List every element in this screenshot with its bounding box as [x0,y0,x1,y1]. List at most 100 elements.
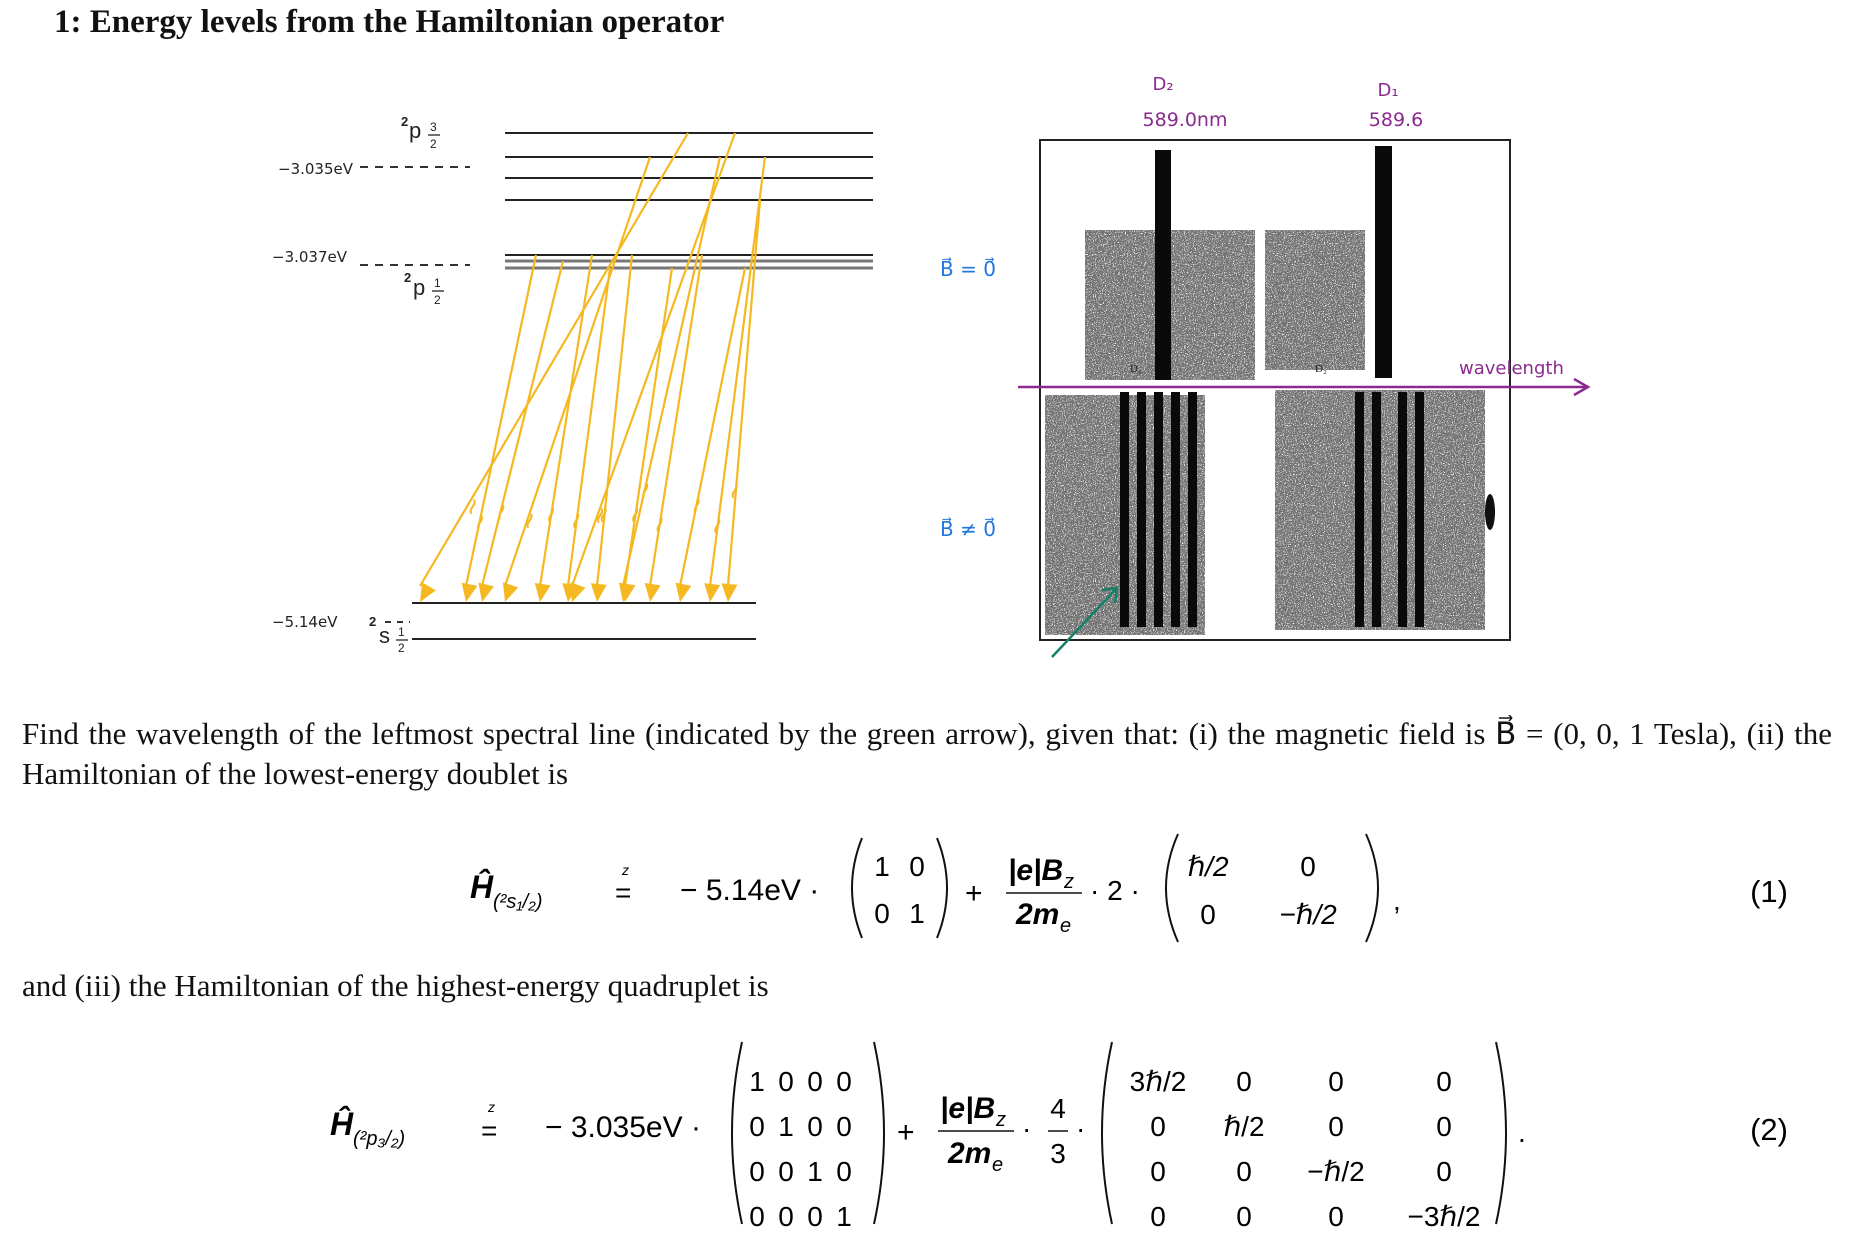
svg-text:e: e [992,1154,1003,1176]
svg-text:1: 1 [434,276,441,290]
transition-arrow-line [648,254,704,587]
eq2-lhs: Ĥ [330,1106,354,1142]
eq2-dot: · [1022,1113,1031,1144]
matrix-cell: −ℏ/2 [1279,899,1337,930]
d1-label: D₁ [1377,80,1398,101]
eq2-m1-lparen [731,1041,743,1225]
eq2-number: (2) [1750,1112,1788,1147]
s12-levels [412,602,756,640]
svg-text:2m: 2m [947,1137,991,1170]
matrix-cell: 1 [807,1156,823,1187]
eq2-fraction-4-3: 4 3 [1048,1093,1068,1169]
spectrum-figure: D₁ D₂ wavelength D₂ 589.0nm D₁ 589.6 B⃗ … [940,74,1591,658]
svg-text:e: e [1060,915,1071,937]
eq1-m2-rparen [1365,833,1379,943]
transition-arrow-line [480,260,565,587]
transition-arrowhead [562,583,579,602]
eq2-coef: − 3.035eV · [545,1111,701,1144]
transition-arrowhead [534,583,551,602]
spectral-line-d1-split [1415,392,1424,627]
matrix-cell: 0 [778,1066,794,1097]
matrix-cell: 0 [1200,899,1216,930]
eq1-tail: , [1393,885,1401,916]
section-title: 1: Energy levels from the Hamiltonian op… [54,4,725,40]
spectral-line-d1-split [1355,392,1364,627]
matrix-cell: 0 [874,898,890,929]
svg-text:3: 3 [1050,1138,1066,1169]
svg-text:2: 2 [434,293,441,307]
b-nonzero-label: B⃗ ≠ 0⃗ [940,516,996,541]
matrix-cell: −ℏ/2 [1307,1156,1364,1187]
svg-text:4: 4 [1050,1093,1066,1124]
energy-label-p12: −3.037eV [272,248,348,266]
matrix-cell: 0 [1436,1156,1452,1187]
eq2-tail: . [1518,1117,1526,1148]
matrix-cell: 0 [778,1201,794,1232]
b-zero-label: B⃗ = 0⃗ [940,256,996,281]
eq1-rel: = [615,877,631,908]
transition-arrow-line [595,254,634,587]
matrix-cell: 0 [1328,1201,1344,1232]
spectral-line-d2-split [1137,392,1146,627]
matrix-cell: ℏ/2 [1187,851,1229,882]
matrix-cell: 3ℏ/2 [1130,1066,1187,1097]
transition-arrow-line [503,156,652,587]
transition-arrowhead [590,583,607,602]
transition-arrowhead [704,583,721,602]
spectral-line-d1-unsplit [1375,146,1392,378]
transition-arrowhead [420,582,436,602]
spectral-line-d2-split [1120,392,1129,627]
svg-text:2: 2 [430,137,437,151]
svg-text:|e|B: |e|B [1008,854,1063,887]
matrix-cell: 0 [1300,851,1316,882]
svg-text:1: 1 [398,625,405,639]
matrix-cell: 0 [749,1156,765,1187]
svg-text:3: 3 [430,120,437,134]
energy-level-diagram: ~~~~~~~~~~~~~~ −3.035eV −3.037eV −5.14eV… [272,114,873,655]
d2-wavelength: 589.0nm [1143,109,1228,131]
transition-arrow-line [621,156,722,587]
svg-text:2: 2 [369,614,376,629]
transition-arrow-line [623,267,674,587]
eq2-dot-2: · [1076,1113,1085,1144]
film-spot [1485,494,1495,530]
d1-wavelength: 589.6 [1369,109,1423,131]
transition-arrow-line [538,254,594,587]
matrix-cell: 0 [778,1156,794,1187]
matrix-cell: ℏ/2 [1223,1111,1264,1142]
eq2-fraction: |e|B z 2m e [938,1092,1014,1176]
svg-text:p: p [413,275,425,300]
spectral-line-d1-split [1398,392,1407,627]
inner-d1-label: D₁ [1130,363,1142,375]
eq1-plus: + [965,877,983,910]
d2-label: D₂ [1152,74,1173,95]
eq2-m1-rparen [873,1041,885,1225]
transition-arrowhead [478,582,494,602]
matrix-cell: 0 [1236,1066,1252,1097]
green-arrow [1051,587,1118,658]
transition-arrowhead [675,582,692,602]
eq2-m2-rparen [1495,1041,1507,1225]
transition-arrowhead [502,582,519,602]
term-label-p32: 2 p 3 2 [401,114,440,151]
eq2-lhs-sub: (²p₃/₂) [353,1128,405,1150]
matrix-cell: 0 [1236,1201,1252,1232]
matrix-cell: 0 [807,1066,823,1097]
inner-d2-label: D₂ [1315,363,1327,375]
energy-label-p32: −3.035eV [278,160,354,178]
term-label-p12: 2 p 1 2 [404,270,444,307]
spectral-line-d2-split [1188,392,1197,627]
svg-text:|e|B: |e|B [940,1092,995,1125]
matrix-cell: 1 [836,1201,852,1232]
matrix-cell: 0 [1150,1201,1166,1232]
p32-levels [505,132,873,201]
eq1-fraction: |e|B z 2m e [1006,854,1082,937]
problem-statement-cont: and (iii) the Hamiltonian of the highest… [22,968,769,1003]
transition-arrow-line [464,254,538,587]
eq2-rel-top: z [487,1099,495,1115]
svg-text:2: 2 [401,114,408,129]
eq1-number: (1) [1750,874,1788,909]
